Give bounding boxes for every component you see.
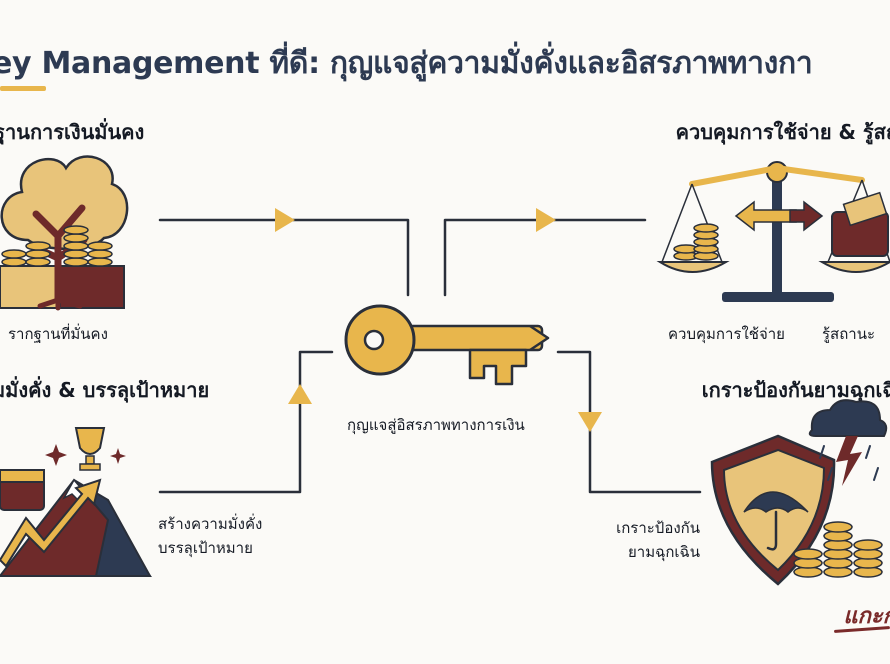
connector-key-to-control [443,218,647,297]
arrow-down-icon [578,412,602,432]
caption-emergency-line1: เกราะป้องกัน [616,519,700,537]
connector-key-to-emergency [556,350,702,494]
connector-foundation-to-key [158,218,410,297]
caption-control-spending: ควบคุมการใช้จ่าย [668,325,785,343]
arrow-right-icon [275,208,295,232]
page-title: ey Management ที่ดี: กุญแจสู่ความมั่งคั่… [0,46,813,81]
section-title-foundation: ฐานการเงินมั่นคง [0,120,145,144]
section-title-control: ควบคุมการใช้จ่าย & รู้สถ [675,120,890,144]
arrow-up-icon [288,384,312,404]
caption-wealth-line1: สร้างความมั่งคั่ง [158,515,263,533]
key-icon [344,304,550,386]
trophy-mountain-icon [0,427,152,577]
arrow-right-icon [536,208,556,232]
section-title-emergency: เกราะป้องกันยามฉุกเฉิ [701,378,890,402]
caption-wealth-line2: บรรลุเป้าหมาย [158,539,253,557]
signature: แกะก [843,604,890,629]
caption-key: กุญแจสู่อิสรภาพทางการเงิน [347,416,525,434]
caption-emergency-line2: ยามฉุกเฉิน [628,543,700,561]
section-title-wealth: มมั่งคั่ง & บรรลุเป้าหมาย [0,378,210,402]
title-underline [0,86,46,91]
caption-foundation: รากฐานที่มั่นคง [8,325,108,343]
balance-scale-icon [656,161,890,302]
connector-wealth-to-key [158,350,334,494]
arrow-heads [275,208,602,432]
caption-know-status: รู้สถานะ [822,325,876,343]
connector-lines [158,218,702,494]
shield-umbrella-icon [710,399,888,586]
tree-coins-icon [0,155,129,311]
